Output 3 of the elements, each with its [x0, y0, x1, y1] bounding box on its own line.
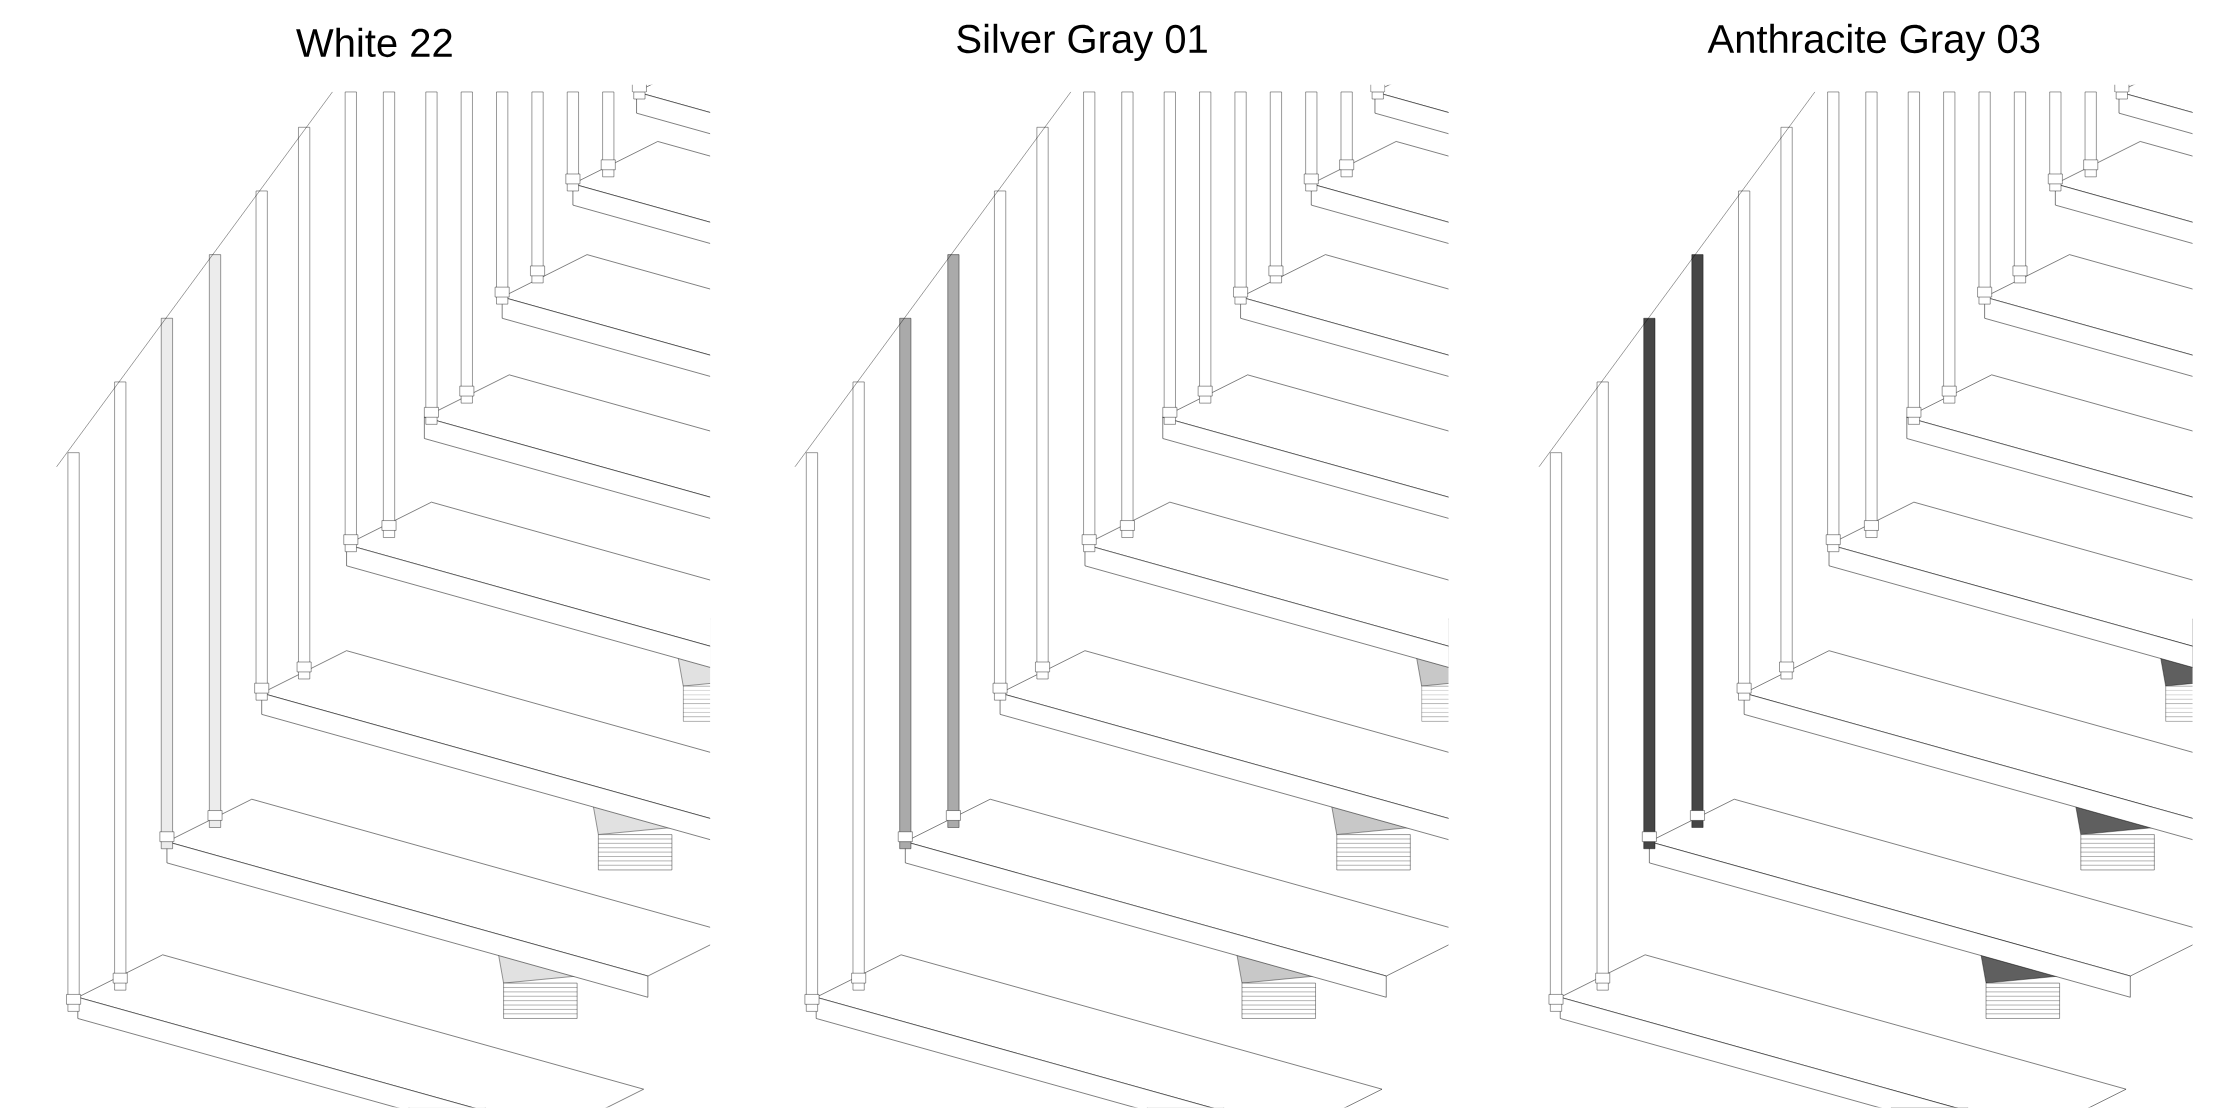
panel-title: Silver Gray 01 — [957, 24, 1207, 62]
panel-title: White 22 — [296, 27, 452, 58]
panel-title: Anthracite Gray 03 — [1707, 24, 2040, 62]
